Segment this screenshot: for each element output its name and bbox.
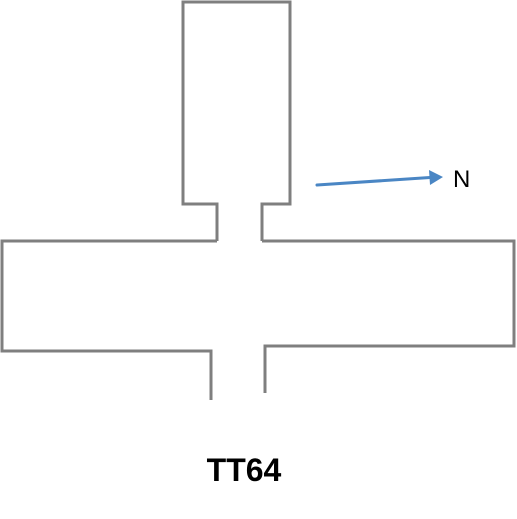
north-label: N [453,166,470,193]
north-arrow-head [429,170,443,185]
transverse-hall-right-wall [262,239,516,393]
north-arrow-shaft [315,176,432,187]
tomb-label: TT64 [207,452,282,488]
rear-chamber-outline [181,0,292,241]
north-arrow-icon [315,170,443,187]
transverse-hall-left-wall [0,239,217,400]
